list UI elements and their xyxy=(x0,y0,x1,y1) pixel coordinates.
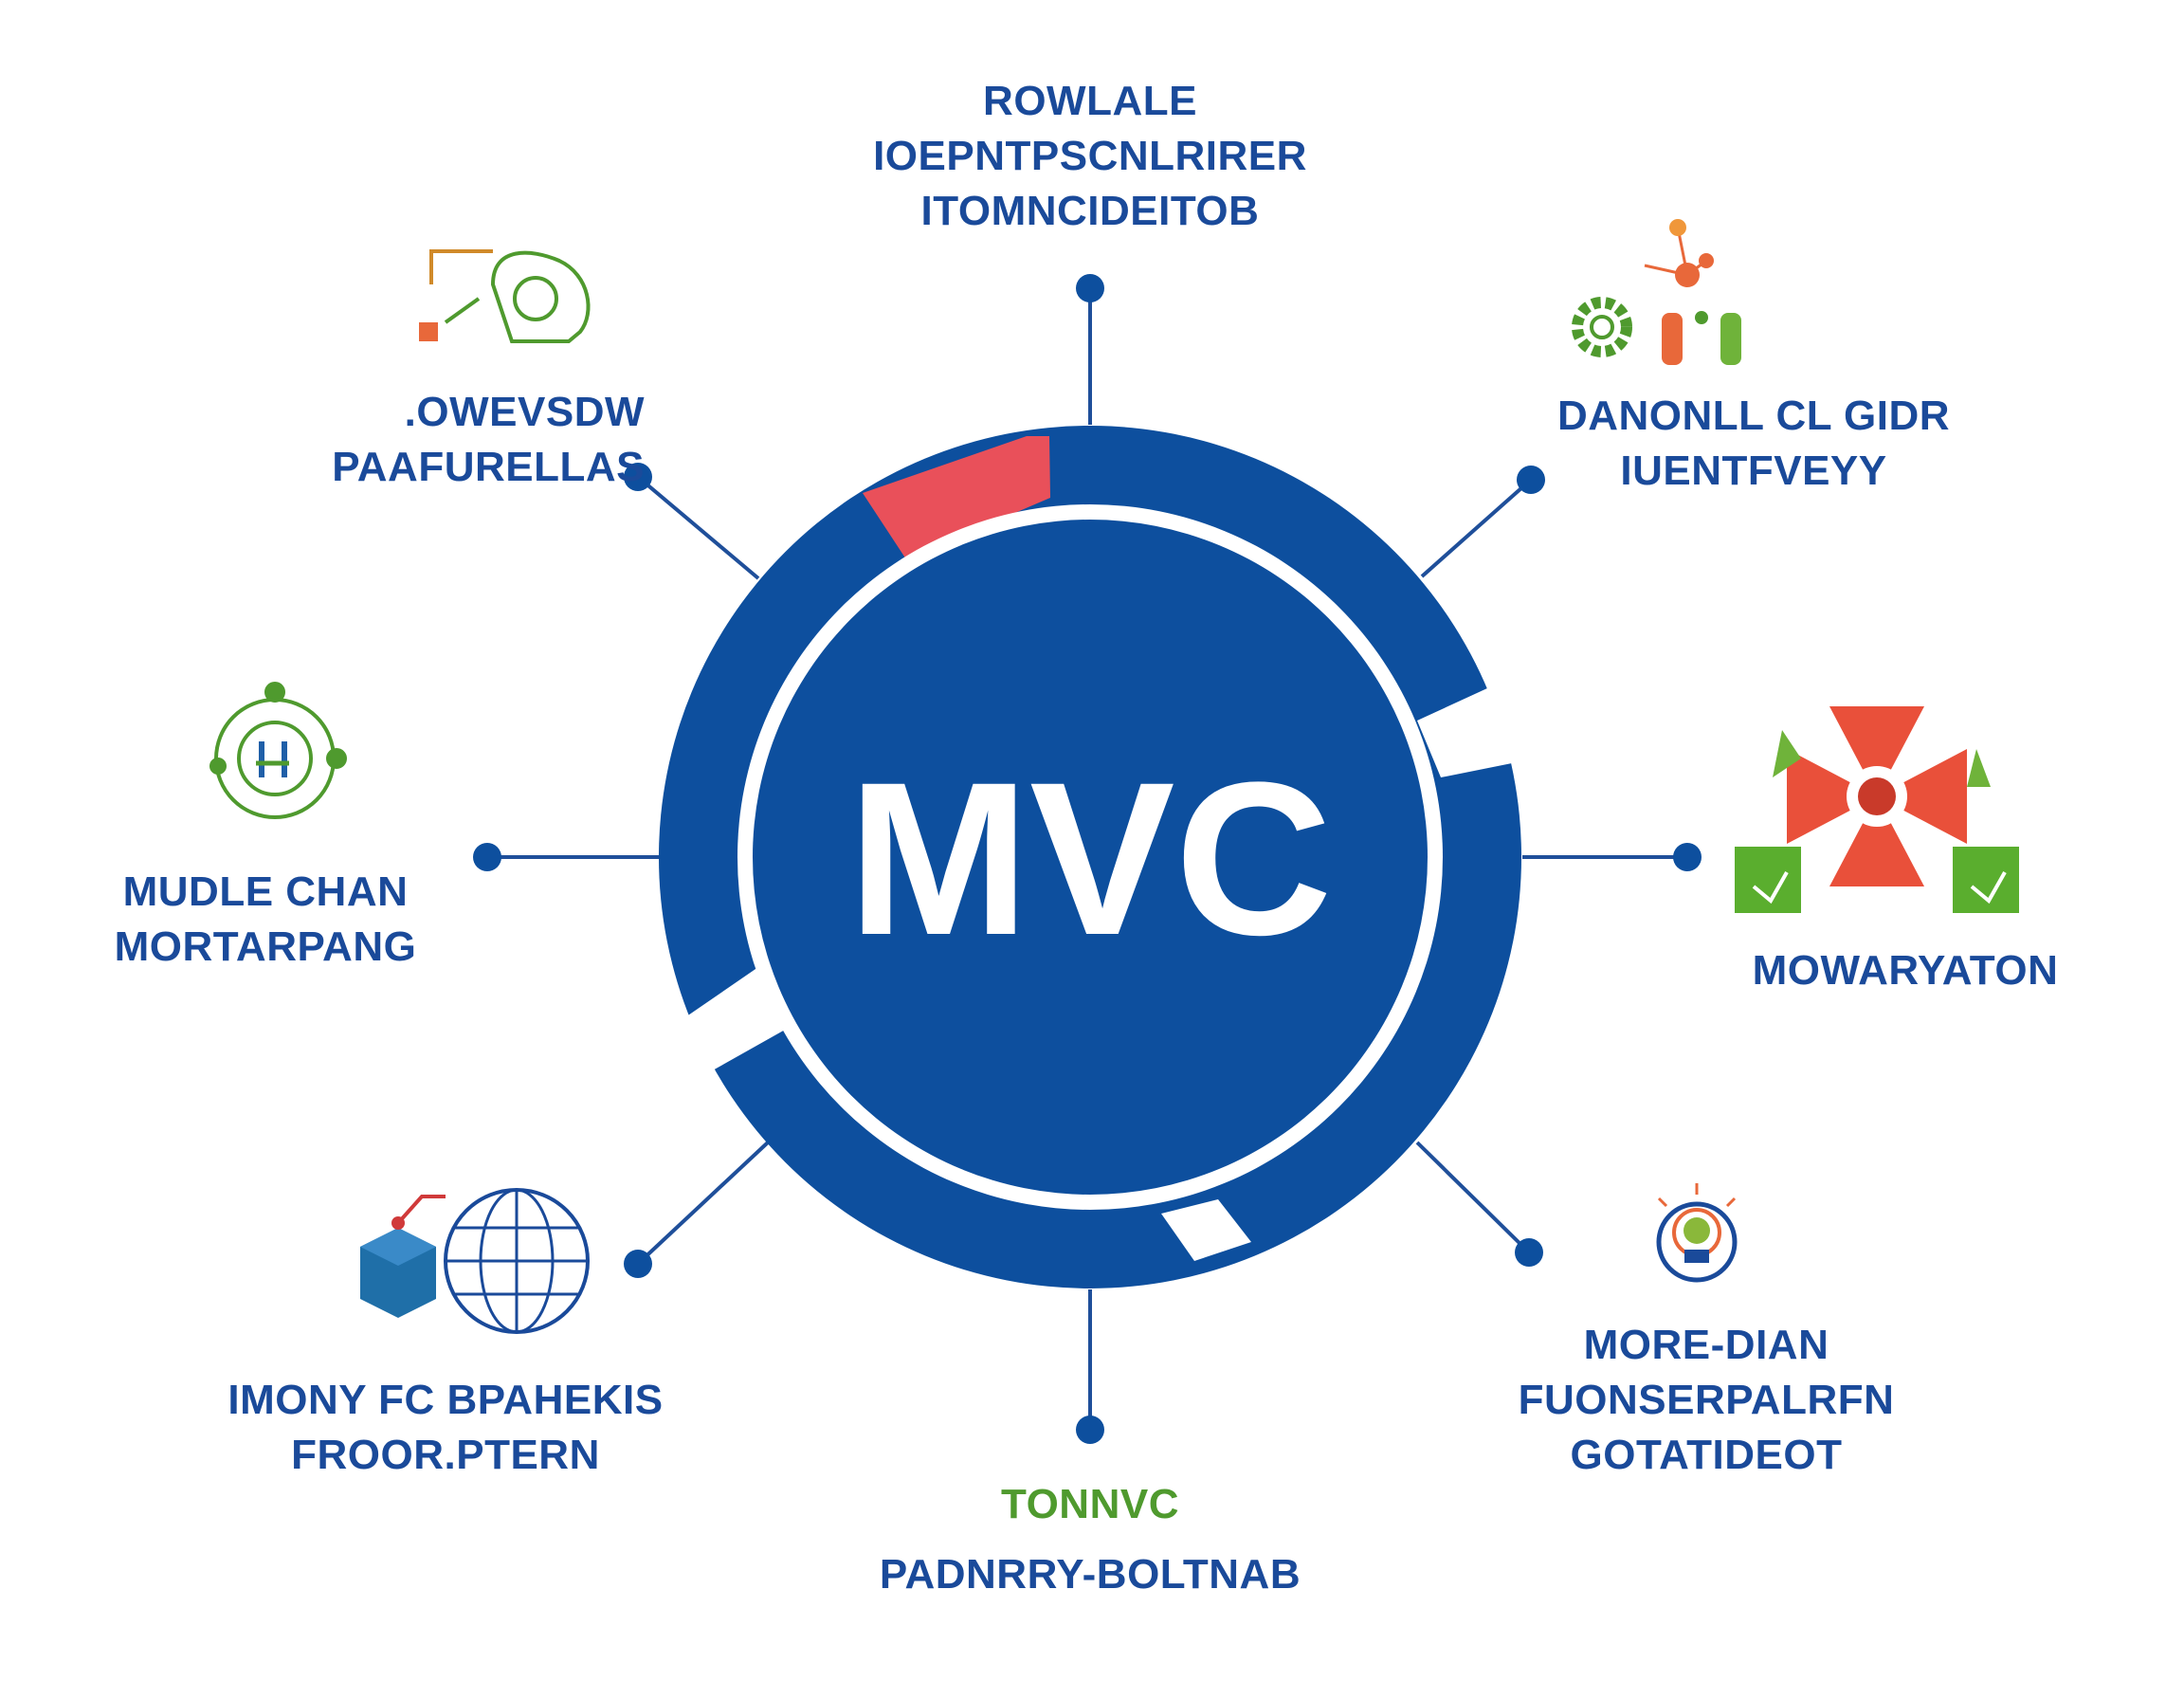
inner-disc xyxy=(753,520,1428,1195)
label-line: IOEPNTPSCNLRIRER xyxy=(873,133,1307,179)
label-line: MORTARPANG xyxy=(114,923,417,970)
label-line: PADNRRY-BOLTNAB xyxy=(879,1551,1301,1598)
node-label-bottom-right: MORE-DIAN FUONSERPALRFN GOTATIDEOT xyxy=(1469,1318,1943,1483)
flower-puzzle-icon xyxy=(1735,706,2019,913)
label-line: PAAFURELLAS xyxy=(332,444,645,490)
dot-right xyxy=(1673,843,1702,871)
node-label-bottom-left: IMONY FC BPAHEKIS FROOR.PTERN xyxy=(190,1373,701,1483)
ring-gap-left xyxy=(682,967,787,1071)
label-line: .OWEVSDW xyxy=(404,389,645,435)
label-line: MUDLE CHAN xyxy=(122,868,409,915)
dot-top-left xyxy=(624,463,652,491)
dot-top xyxy=(1076,274,1104,302)
connector-top-left xyxy=(636,475,760,580)
dot-left xyxy=(473,843,501,871)
node-label-bottom: TONNVC PADNRRY-BOLTNAB xyxy=(806,1477,1374,1602)
node-label-right: MOWARYATON xyxy=(1687,943,2123,998)
node-label-top-left: .OWEVSDW PAAFURELLAS xyxy=(209,385,645,495)
label-line: FUONSERPALRFN xyxy=(1518,1377,1895,1423)
label-line: IUENTFVEYY xyxy=(1620,448,1887,494)
label-line: MORE-DIAN xyxy=(1583,1322,1829,1368)
label-line: IMONY FC BPAHEKIS xyxy=(228,1377,664,1423)
dot-bottom xyxy=(1076,1416,1104,1444)
label-line: TONNVC xyxy=(1001,1481,1179,1527)
ring-gap-right xyxy=(1417,683,1512,777)
node-label-top-right: DANONLL CL GIDR IUENTFVEYY xyxy=(1517,389,1991,499)
connector-top-right xyxy=(1420,478,1533,578)
center-ring: MVC xyxy=(659,426,1521,1288)
connector-bottom-left xyxy=(636,1141,770,1266)
dot-bottom-left xyxy=(624,1250,652,1278)
label-line: ITOMNCIDEITOB xyxy=(920,188,1260,234)
label-line: FROOR.PTERN xyxy=(291,1432,600,1478)
connector-dots xyxy=(473,274,1702,1444)
connectors xyxy=(487,288,1687,1430)
connector-bottom-right xyxy=(1415,1141,1531,1254)
node-label-left: MUDLE CHAN MORTARPANG xyxy=(57,865,474,975)
target-bulb-icon xyxy=(1656,1183,1738,1283)
label-line: ROWLALE xyxy=(983,78,1197,124)
head-circuit-icon xyxy=(419,249,591,343)
ring-accent-segment xyxy=(863,436,1050,559)
globe-circuit-icon xyxy=(209,682,347,819)
ring-gap-bottom xyxy=(1161,1199,1251,1261)
dot-top-right xyxy=(1517,466,1545,494)
cube-globe-icon xyxy=(360,1188,590,1334)
label-line: DANONLL CL GIDR xyxy=(1556,393,1951,439)
label-line: MOWARYATON xyxy=(1752,947,2059,994)
label-line: GOTATIDEOT xyxy=(1570,1432,1843,1478)
dot-bottom-right xyxy=(1515,1238,1543,1267)
center-label: MVC xyxy=(847,737,1332,980)
gear-network-icon xyxy=(1572,219,1741,365)
node-label-top: ROWLALE IOEPNTPSCNLRIRER ITOMNCIDEITOB xyxy=(806,74,1374,239)
